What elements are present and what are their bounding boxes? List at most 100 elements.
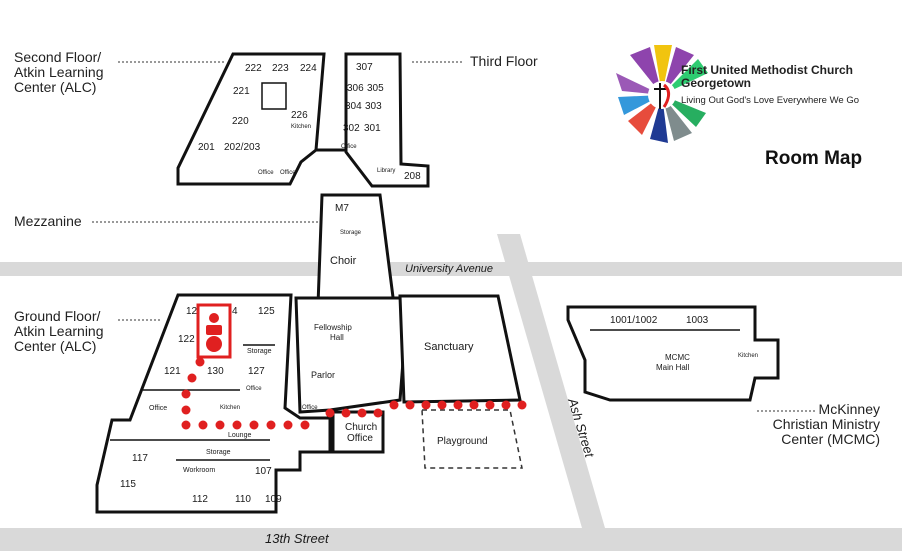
route-dot — [389, 400, 399, 410]
ash-street — [497, 234, 605, 528]
mezzanine-label: Mezzanine — [14, 213, 82, 229]
room-223: 223 — [272, 63, 289, 74]
ground-office-2: Office — [149, 405, 167, 412]
legend-leaders — [92, 61, 815, 412]
room-4: 4 — [232, 306, 238, 317]
route-dot — [453, 400, 463, 410]
route-dot — [437, 400, 447, 410]
room-226: 226 — [291, 110, 308, 121]
sanctuary: Sanctuary — [424, 341, 474, 353]
route-dot — [195, 357, 205, 367]
second-floor-office-2: Office — [280, 170, 296, 176]
room-109: 109 — [265, 494, 282, 505]
route-dot — [421, 400, 431, 410]
library: Library — [377, 168, 395, 174]
route-dot — [181, 405, 191, 415]
streets: University Avenue 13th Street Ash Street — [0, 234, 902, 551]
workroom: Workroom — [183, 467, 215, 474]
room-127: 127 — [248, 366, 265, 377]
mcmc-kitchen: Kitchen — [738, 353, 758, 359]
third-floor: 307 306 305 304 303 302 301 Office Libra… — [316, 52, 430, 188]
room-110: 110 — [235, 494, 251, 505]
mcmc-label: McKinney Christian Ministry Center (MCMC… — [772, 401, 880, 447]
room-122: 122 — [178, 334, 195, 345]
route-dot — [181, 420, 191, 430]
route-dot — [300, 420, 310, 430]
room-12: 12 — [186, 306, 198, 317]
room-303: 303 — [365, 101, 382, 112]
third-floor-label: Third Floor — [470, 53, 538, 69]
room-201: 201 — [198, 142, 215, 153]
route-dot — [357, 408, 367, 418]
route-to-family-room — [181, 357, 527, 430]
lounge: Lounge — [228, 432, 251, 439]
room-301: 301 — [364, 123, 381, 134]
room-1003: 1003 — [686, 315, 709, 326]
route-dot — [249, 420, 259, 430]
ground-storage-1: Storage — [247, 348, 272, 355]
route-dot — [232, 420, 242, 430]
room-107: 107 — [255, 466, 272, 477]
room-220: 220 — [232, 116, 249, 127]
room-305: 305 — [367, 83, 384, 94]
playground: Playground — [437, 436, 488, 447]
mezzanine: M7 Storage Choir — [316, 193, 396, 307]
second-floor-label: Second Floor/ Atkin Learning Center (ALC… — [14, 49, 104, 95]
church-tagline: Living Out God's Love Everywhere We Go — [681, 95, 859, 106]
thirteenth-street-label: 13th Street — [265, 531, 330, 546]
room-306: 306 — [347, 83, 364, 94]
university-avenue-street — [0, 262, 902, 276]
room-304: 304 — [345, 101, 362, 112]
church-logo-icon — [616, 45, 708, 143]
route-dot — [405, 400, 415, 410]
ground-storage-2: Storage — [206, 449, 231, 456]
room-307: 307 — [356, 62, 373, 73]
route-dot — [485, 400, 495, 410]
thirteenth-street — [0, 528, 902, 551]
ground-office-3: Office — [302, 405, 318, 411]
ground-office-1: Office — [246, 386, 262, 392]
room-125: 125 — [258, 306, 275, 317]
room-117: 117 — [132, 453, 148, 464]
parlor: Parlor — [311, 370, 335, 380]
room-130: 130 — [207, 366, 224, 377]
route-dot — [187, 373, 197, 383]
room-222: 222 — [245, 63, 262, 74]
route-dot — [501, 400, 511, 410]
room-202-203: 202/203 — [224, 142, 261, 153]
room-302: 302 — [343, 123, 360, 134]
room-m7: M7 — [335, 203, 349, 214]
ground-kitchen: Kitchen — [220, 405, 240, 411]
route-dot — [373, 408, 383, 418]
page-title: Room Map — [765, 148, 863, 169]
playground-outline — [421, 409, 523, 469]
choir: Choir — [330, 255, 357, 267]
third-floor-office: Office — [341, 144, 357, 150]
room-208: 208 — [404, 171, 421, 182]
route-dot — [215, 420, 225, 430]
second-floor: 222 223 224 221 220 226 Kitchen 201 202/… — [176, 52, 326, 186]
route-dot — [325, 408, 335, 418]
route-dot — [266, 420, 276, 430]
route-dot — [469, 400, 479, 410]
second-floor-kitchen: Kitchen — [291, 124, 311, 130]
room-115: 115 — [120, 479, 136, 490]
route-dot — [198, 420, 208, 430]
route-dot — [517, 400, 527, 410]
room-1001-1002: 1001/1002 — [610, 315, 658, 326]
room-221: 221 — [233, 86, 250, 97]
ground-floor: 12 4 125 122 121 130 127 Storage Office … — [95, 293, 523, 514]
mezzanine-storage: Storage — [340, 230, 362, 236]
family-room-marker-icon — [196, 303, 232, 359]
second-floor-office-1: Office — [258, 170, 274, 176]
room-224: 224 — [300, 63, 317, 74]
ground-floor-label: Ground Floor/ Atkin Learning Center (ALC… — [14, 308, 104, 354]
university-avenue-label: University Avenue — [405, 263, 493, 275]
route-dot — [181, 389, 191, 399]
church-name: First United Methodist Church Georgetown — [681, 63, 853, 90]
